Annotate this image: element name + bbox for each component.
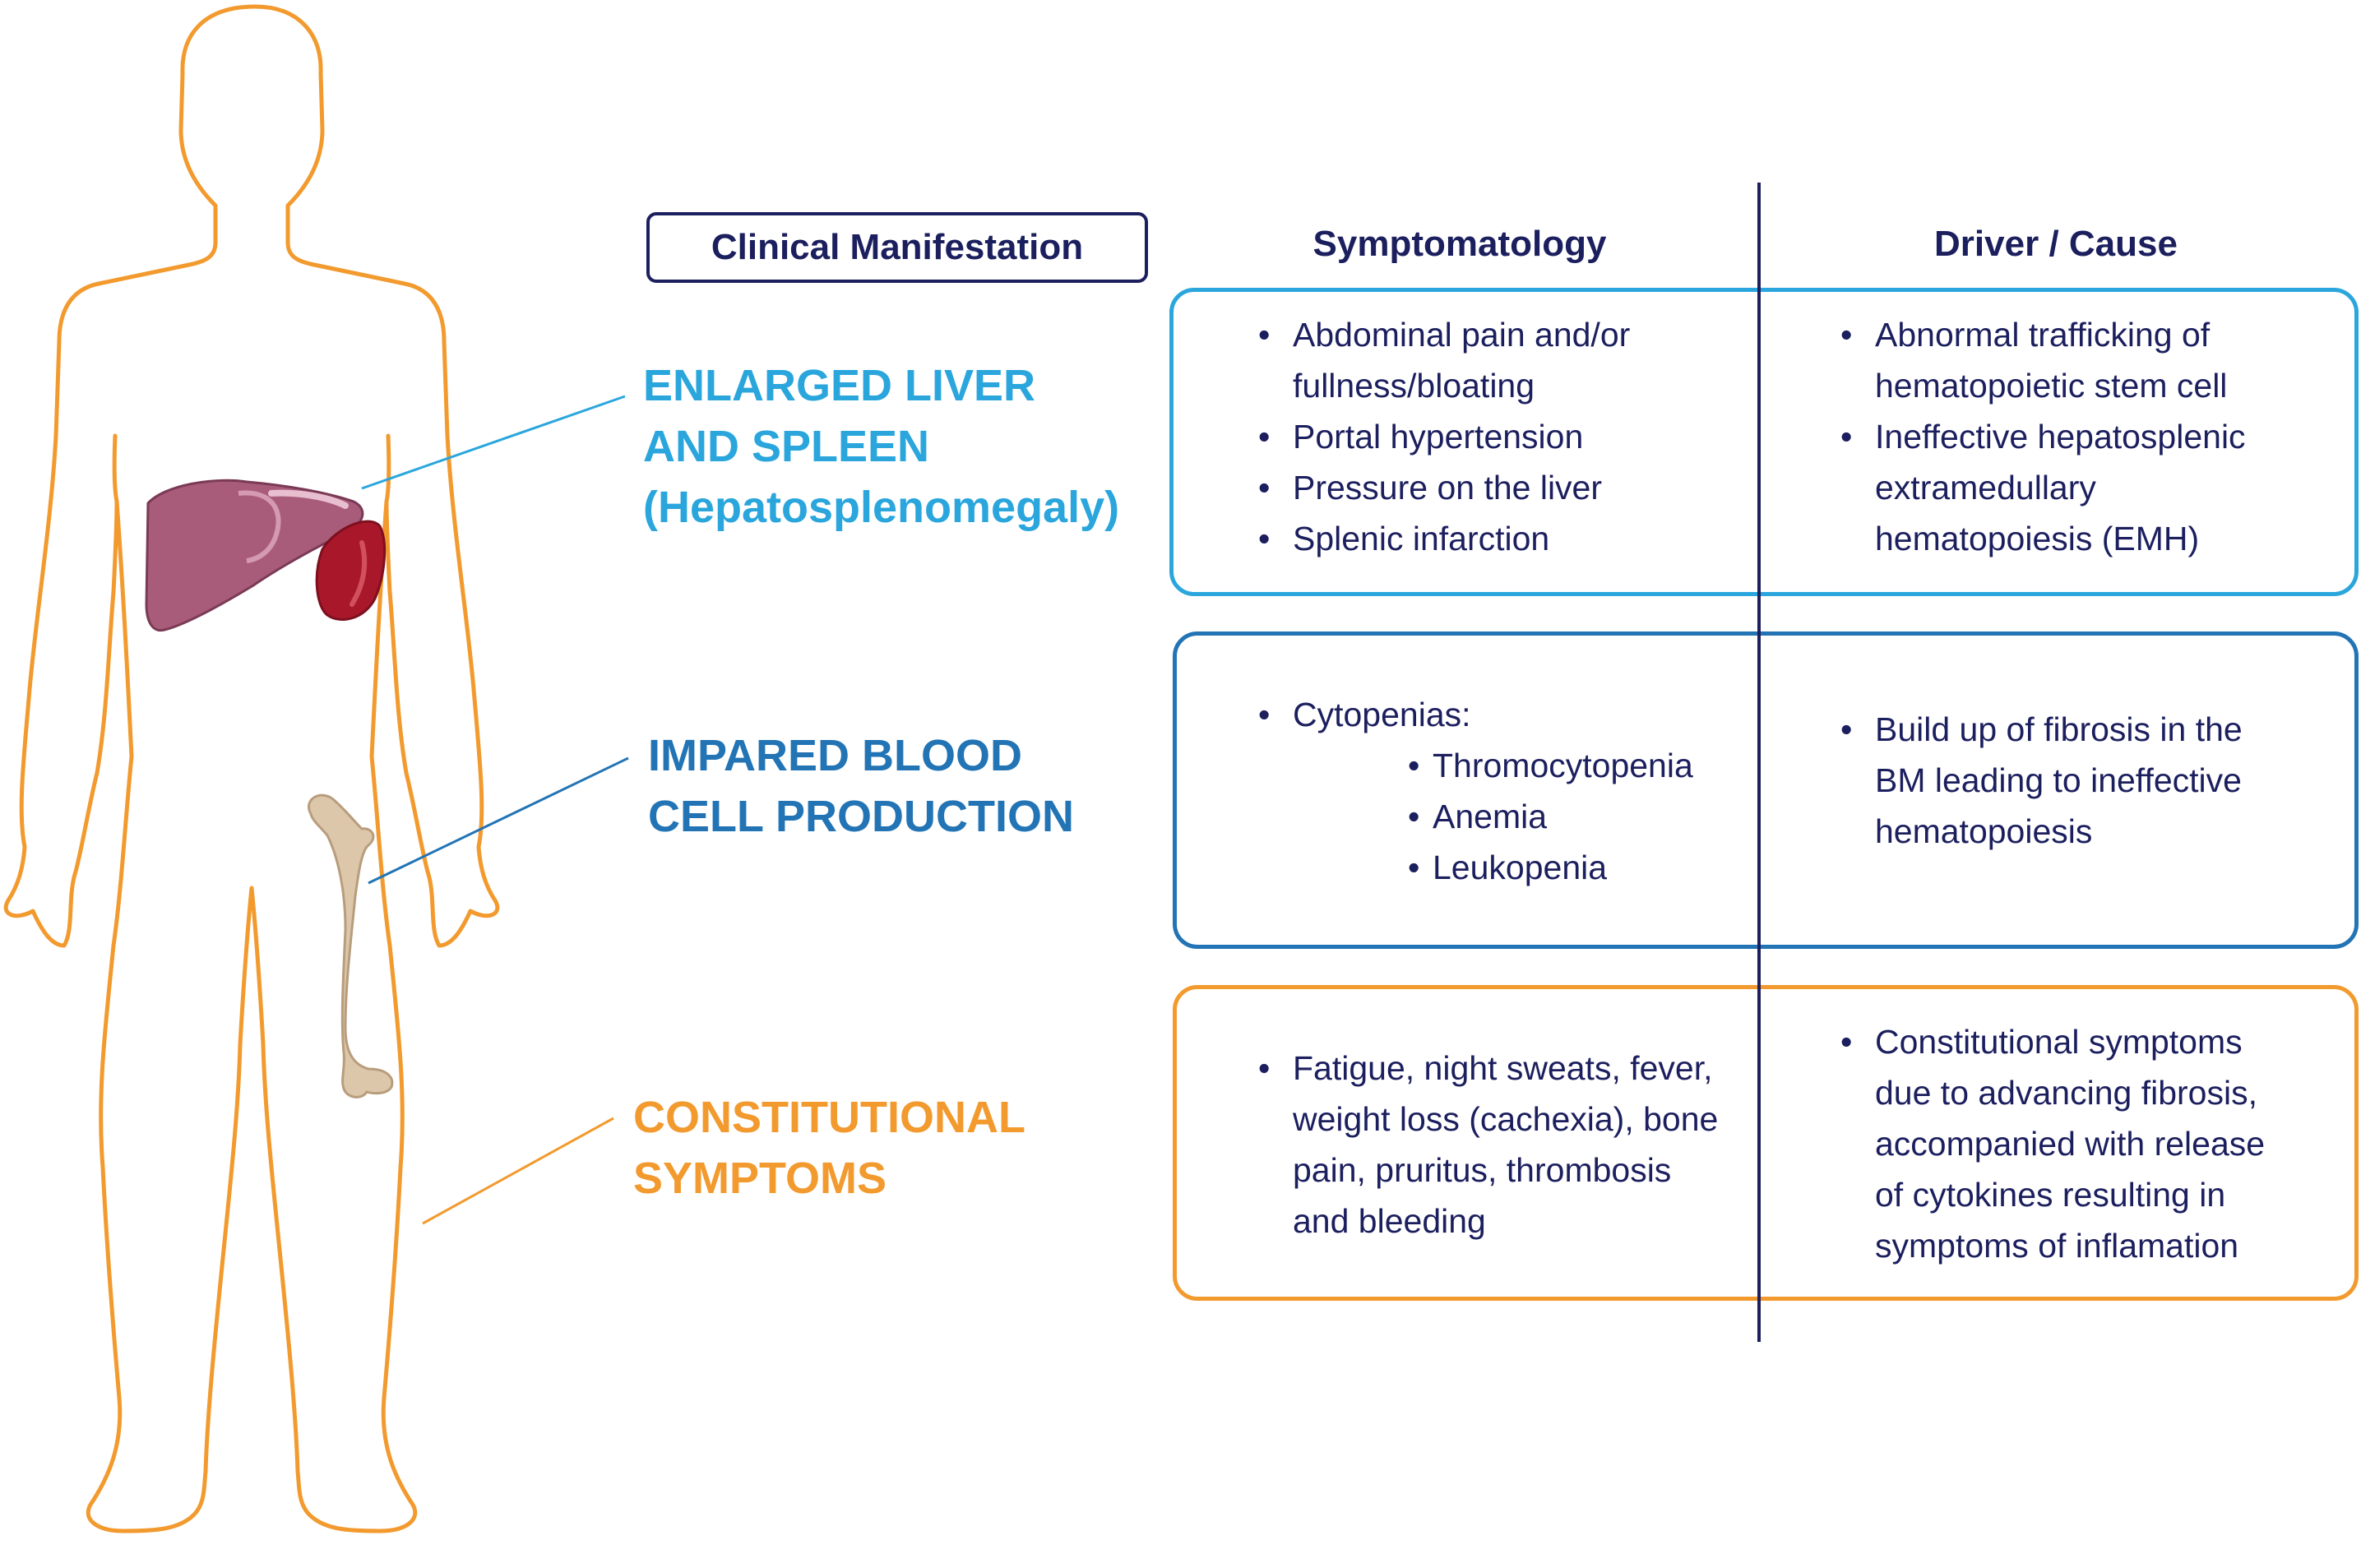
list-item: Pressure on the liver bbox=[1258, 462, 1719, 513]
cytopenias-sublist: Thromocytopenia Anemia Leukopenia bbox=[1293, 740, 1735, 893]
liver-spleen-box bbox=[1169, 288, 2359, 596]
blood-leader-line bbox=[368, 756, 629, 885]
list-item: Fatigue, night sweats, fever, weight los… bbox=[1258, 1043, 1735, 1247]
constitutional-box bbox=[1173, 985, 2359, 1301]
constitutional-symptoms-list: Fatigue, night sweats, fever, weight los… bbox=[1258, 1043, 1735, 1247]
liver-symptoms-list: Abdominal pain and/or fullness/bloating … bbox=[1258, 309, 1719, 564]
driver-cause-header: Driver / Cause bbox=[1934, 224, 2178, 264]
list-item: Build up of fibrosis in the BM leading t… bbox=[1840, 704, 2285, 857]
impaired-blood-cell-label: IMPARED BLOOD CELL PRODUCTION bbox=[648, 731, 1075, 841]
constitutional-causes-list: Constitutional symptoms due to advancing… bbox=[1840, 1016, 2301, 1271]
list-item: Constitutional symptoms due to advancing… bbox=[1840, 1016, 2301, 1271]
list-item: Anemia bbox=[1408, 791, 1735, 842]
liver-leader-line bbox=[361, 395, 626, 490]
list-item: Thromocytopenia bbox=[1408, 740, 1735, 791]
spleen-icon bbox=[315, 520, 387, 621]
femur-bone-icon bbox=[308, 793, 394, 1099]
blood-cell-box bbox=[1173, 631, 2359, 949]
list-item: Portal hypertension bbox=[1258, 411, 1719, 462]
symptomatology-header: Symptomatology bbox=[1312, 224, 1607, 264]
constitutional-leader-line bbox=[422, 1117, 614, 1225]
constitutional-symptoms-label: CONSTITUTIONAL SYMPTOMS bbox=[633, 1093, 1025, 1203]
column-divider bbox=[1757, 183, 1761, 1342]
list-item: Splenic infarction bbox=[1258, 513, 1719, 564]
body-outline-icon bbox=[3, 4, 500, 1533]
list-item: Cytopenias: Thromocytopenia Anemia Leuko… bbox=[1258, 689, 1735, 893]
enlarged-liver-spleen-label: ENLARGED LIVER AND SPLEEN (Hepatosplenom… bbox=[643, 361, 1120, 532]
list-item: Abnormal trafficking of hematopoietic st… bbox=[1840, 309, 2301, 411]
list-item: Ineffective hepatosplenic extramedullary… bbox=[1840, 411, 2301, 564]
list-item: Leukopenia bbox=[1408, 842, 1735, 893]
clinical-manifestation-header: Clinical Manifestation bbox=[646, 212, 1148, 283]
list-item: Abdominal pain and/or fullness/bloating bbox=[1258, 309, 1719, 411]
blood-symptoms-list: Cytopenias: Thromocytopenia Anemia Leuko… bbox=[1258, 689, 1735, 893]
liver-icon bbox=[145, 479, 364, 632]
blood-causes-list: Build up of fibrosis in the BM leading t… bbox=[1840, 704, 2285, 857]
liver-causes-list: Abnormal trafficking of hematopoietic st… bbox=[1840, 309, 2301, 564]
